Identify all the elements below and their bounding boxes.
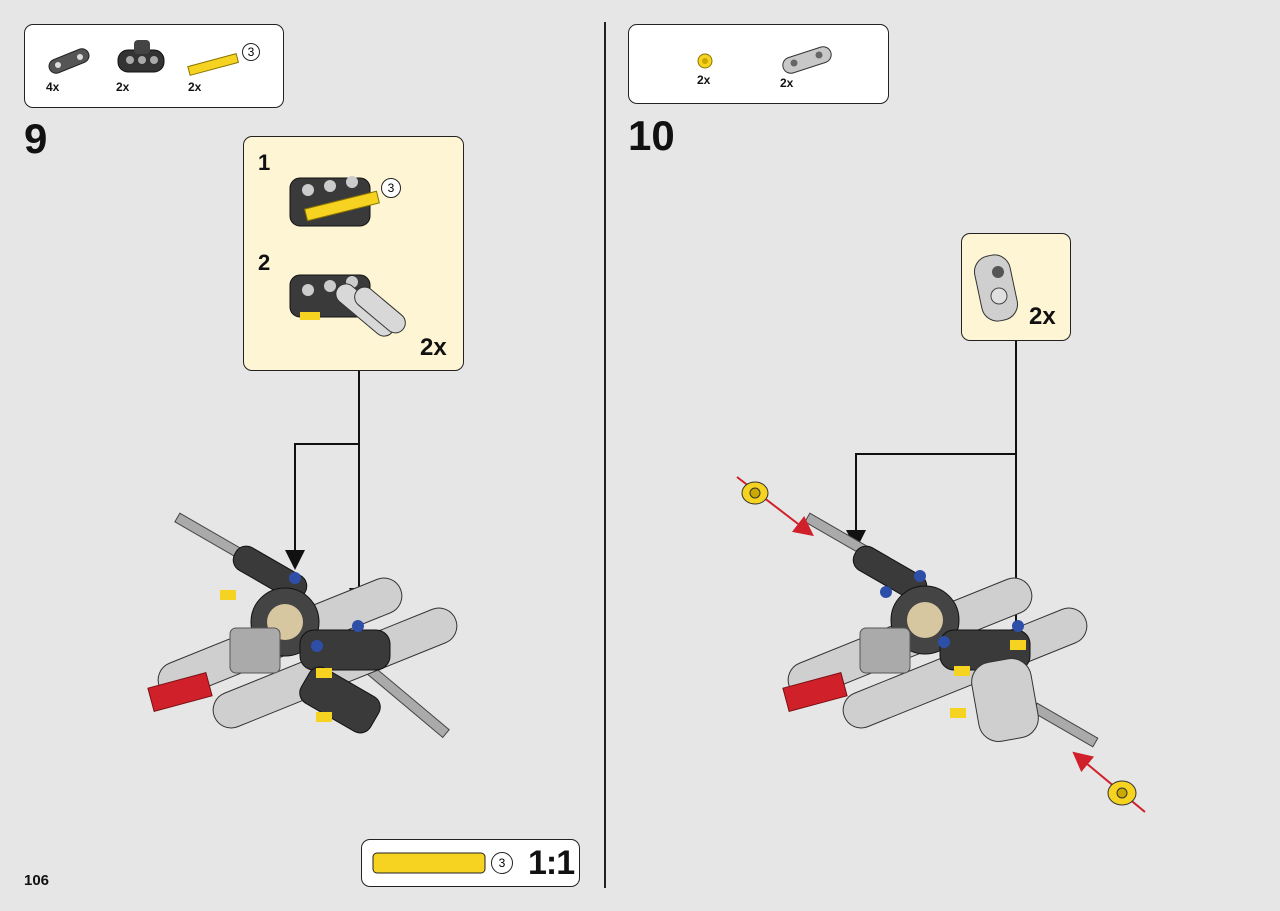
- step10-main-model-icon: [782, 512, 1099, 748]
- step-number: 10: [628, 112, 675, 159]
- substep-number: 1: [258, 150, 271, 175]
- dark-gray-beam-icon: [48, 48, 90, 74]
- scale-label: 1:1: [528, 844, 575, 882]
- page-divider: [604, 22, 606, 888]
- scale-axle-icon: [372, 852, 486, 874]
- yellow-bush-icon: [697, 53, 713, 69]
- substep-number: 2: [258, 250, 271, 275]
- callout-multiplier: 2x: [1029, 303, 1056, 330]
- step9-callout: [243, 136, 464, 371]
- part-qty: 2x: [116, 80, 130, 94]
- step-number: 9: [24, 115, 48, 162]
- yellow-bush-icon: [1107, 780, 1137, 806]
- length-badge: 3: [242, 43, 260, 61]
- black-connector-icon: [117, 40, 165, 73]
- yellow-axle-icon: [187, 53, 240, 76]
- callout-gray-beam-icon: [974, 254, 1018, 322]
- gray-beam-icon: [782, 46, 832, 74]
- yellow-bush-icon: [741, 481, 769, 505]
- step10-parts-box: [628, 24, 889, 104]
- length-badge: 3: [491, 852, 513, 874]
- callout-substep1-assembly-icon: [289, 176, 380, 227]
- callout-multiplier: 2x: [420, 334, 447, 361]
- callout-substep2-assembly-icon: [289, 274, 406, 337]
- part-qty: 2x: [780, 76, 794, 90]
- page-number: 106: [24, 872, 50, 889]
- step9-main-model-icon: [147, 512, 458, 739]
- part-qty: 4x: [46, 80, 60, 94]
- part-qty: 2x: [697, 73, 711, 87]
- part-qty: 2x: [188, 80, 202, 94]
- length-badge: 3: [381, 178, 401, 198]
